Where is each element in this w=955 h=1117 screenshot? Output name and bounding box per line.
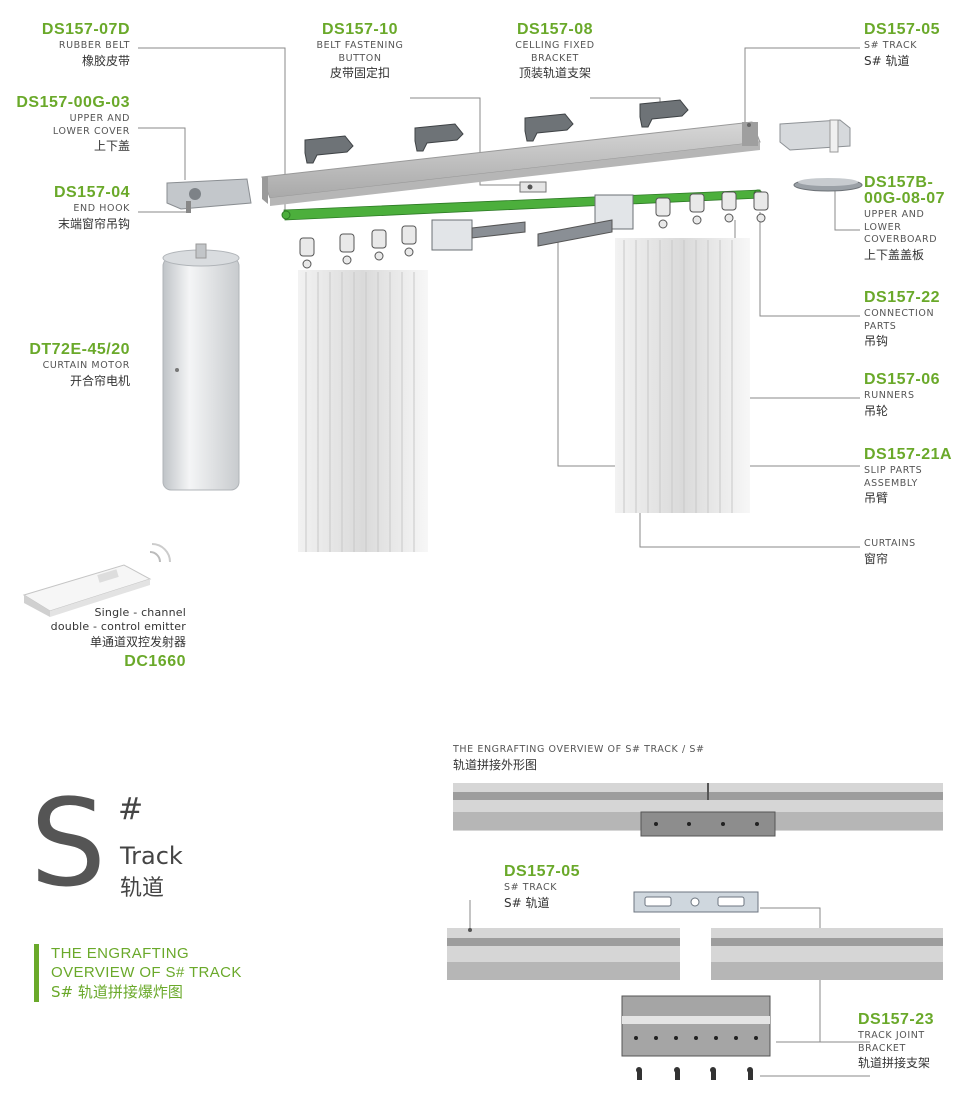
cover-box <box>779 119 851 153</box>
label-ceiling-bracket: DS157-08 CELLING FIXED BRACKET 顶装轨道支架 <box>515 21 595 80</box>
label-cover: DS157-00G-03 UPPER AND LOWER COVER 上下盖 <box>16 94 130 153</box>
slip-parts <box>431 194 634 251</box>
label-belt-button: DS157-10 BELT FASTENING BUTTON 皮带固定扣 <box>316 21 404 80</box>
s-hash: # <box>118 792 144 827</box>
curtain-motor <box>162 243 240 491</box>
label-runners: DS157-06 RUNNERS 吊轮 <box>864 371 941 418</box>
runners <box>299 191 769 269</box>
curtain-left <box>298 270 428 552</box>
screws <box>636 1067 753 1080</box>
label-motor: DT72E-45/20 CURTAIN MOTOR 开合帘电机 <box>29 341 130 388</box>
ceiling-brackets <box>304 99 689 164</box>
label-connection: DS157-22 CONNECTION PARTS 吊钩 <box>864 289 941 348</box>
upper-lower-coverboard <box>793 178 863 192</box>
s-track-rail <box>261 121 761 206</box>
engrafting-track-exploded <box>447 928 943 980</box>
label-end-hook: DS157-04 END HOOK 末端窗帘吊钩 <box>53 184 130 231</box>
label-engrafting: THE ENGRAFTING OVERVIEW OF S# TRACK / S#… <box>453 744 705 772</box>
curtain-right <box>615 238 750 513</box>
label-joint: DS157-23 TRACK JOINT BRACKET 轨道拼接支架 <box>858 1011 935 1070</box>
label-track: DS157-05 S# TRACK S# 轨道 <box>864 21 941 68</box>
label-curtains: CURTAINS 窗帘 <box>864 538 916 566</box>
label-track-2: DS157-05 S# TRACK S# 轨道 <box>504 863 581 910</box>
upper-lower-cover <box>166 178 252 213</box>
belt-fastening-button <box>519 181 547 193</box>
joint-plate <box>621 995 771 1057</box>
s-letter: S <box>30 775 107 914</box>
track-joint-bracket <box>633 891 759 913</box>
label-slip: DS157-21A SLIP PARTS ASSEMBLY 吊臂 <box>864 446 953 505</box>
label-coverboard: DS157B- 00G-08-07 UPPER AND LOWER COVERB… <box>864 174 945 262</box>
label-rubber-belt: DS157-07D RUBBER BELT 橡胶皮带 <box>41 21 130 68</box>
overview-heading: THE ENGRAFTING OVERVIEW OF S# TRACK S# 轨… <box>34 944 242 1002</box>
engrafting-track-assembled <box>453 783 943 837</box>
track-title: Track <box>120 842 183 870</box>
label-emitter: Single - channel double - control emitte… <box>50 606 186 670</box>
track-title-zh: 轨道 <box>120 876 165 901</box>
control-emitter <box>22 543 171 617</box>
